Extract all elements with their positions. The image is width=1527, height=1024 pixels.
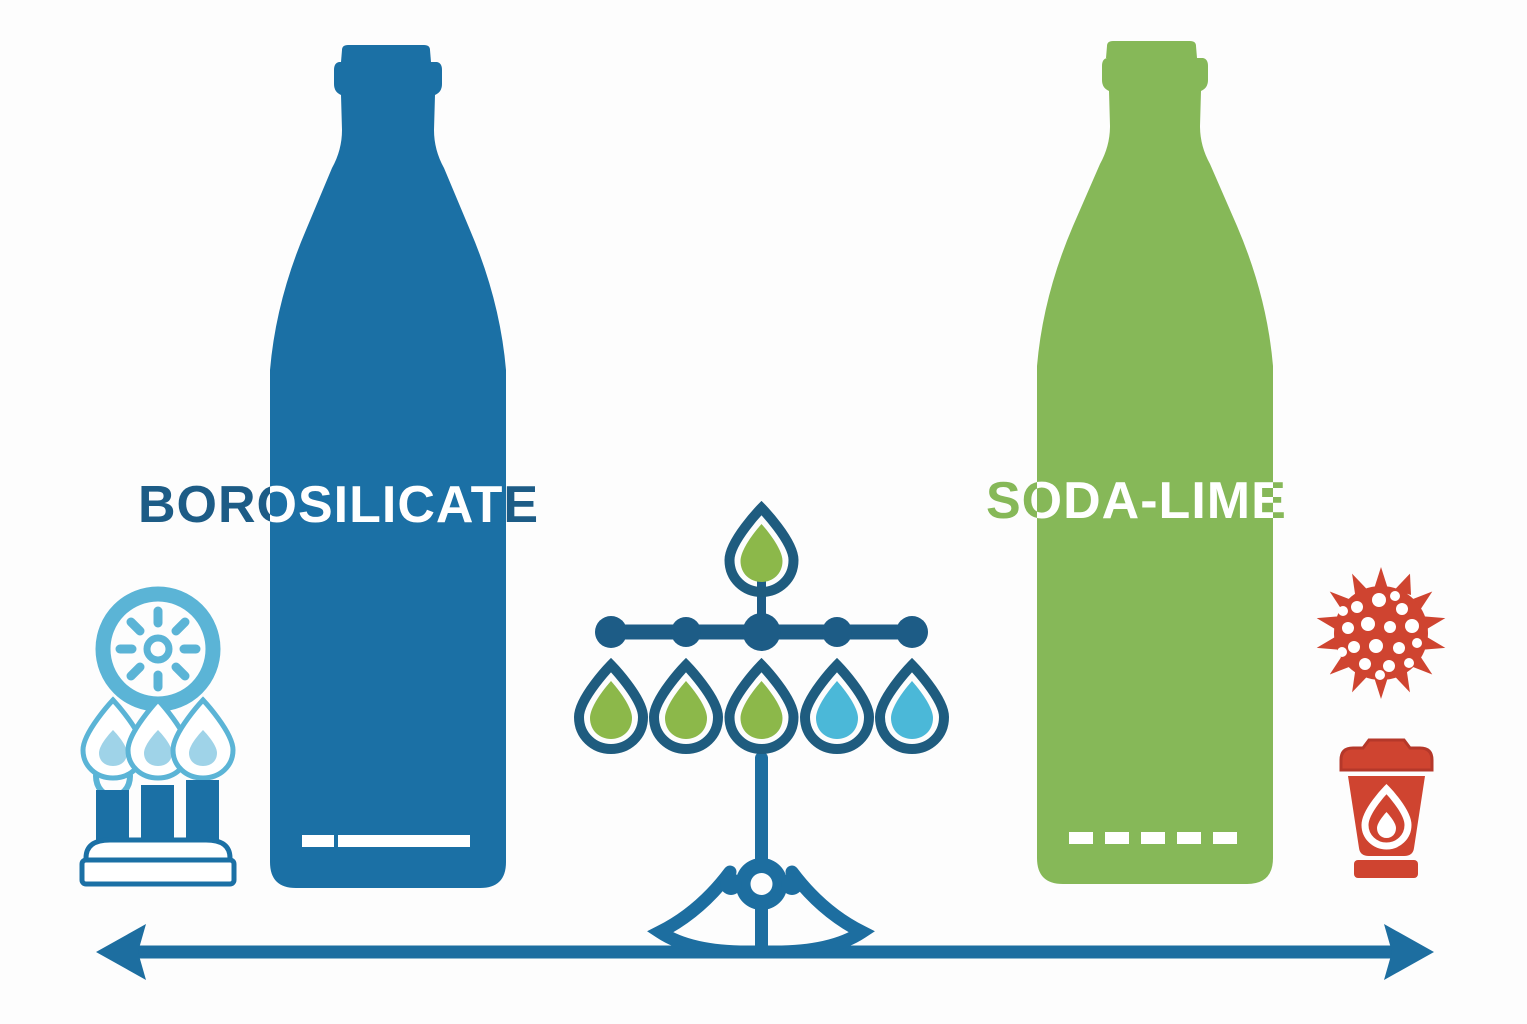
microbe-dots <box>1337 591 1422 680</box>
bunsen-burner-icon <box>79 696 237 887</box>
droplet-5 <box>874 657 950 755</box>
axis-arrow-left <box>96 924 146 980</box>
borosilicate-label: BOROSILICATE BOROSILICATE <box>138 476 539 534</box>
beam-node-5 <box>896 616 928 648</box>
soda-lime-bottle <box>1037 41 1273 884</box>
balance-scale <box>573 500 950 959</box>
microbe-icon <box>1316 567 1446 699</box>
burner-base <box>79 837 237 887</box>
thermal-shock-icon <box>95 586 221 712</box>
scale-beam <box>595 613 928 651</box>
soda-lime-label-inner: SODA-LIME <box>986 472 1287 530</box>
droplet-1 <box>573 657 649 755</box>
scale-base <box>647 752 875 959</box>
hot-beverage-cup-icon <box>1339 738 1434 878</box>
borosilicate-label-outer: BOROSILICATE <box>138 476 539 534</box>
burner-flames <box>80 696 236 781</box>
borosilicate-bottle <box>270 45 506 888</box>
droplet-4 <box>799 657 875 755</box>
comparison-axis <box>96 924 1434 980</box>
beam-node-4 <box>822 617 852 647</box>
beam-node-1 <box>595 616 627 648</box>
borosilicate-label-inner: BOROSILICATE <box>138 476 539 534</box>
soda-lime-label-outer: SODA-LIME <box>986 472 1287 530</box>
soda-lime-label: SODA-LIME SODA-LIME <box>986 472 1287 530</box>
droplet-3 <box>724 657 799 755</box>
top-droplet <box>724 500 799 598</box>
droplet-2 <box>648 657 724 755</box>
droplet-row <box>573 657 950 755</box>
axis-arrow-right <box>1384 924 1434 980</box>
beam-node-2 <box>671 617 701 647</box>
beam-node-3 <box>742 613 781 651</box>
